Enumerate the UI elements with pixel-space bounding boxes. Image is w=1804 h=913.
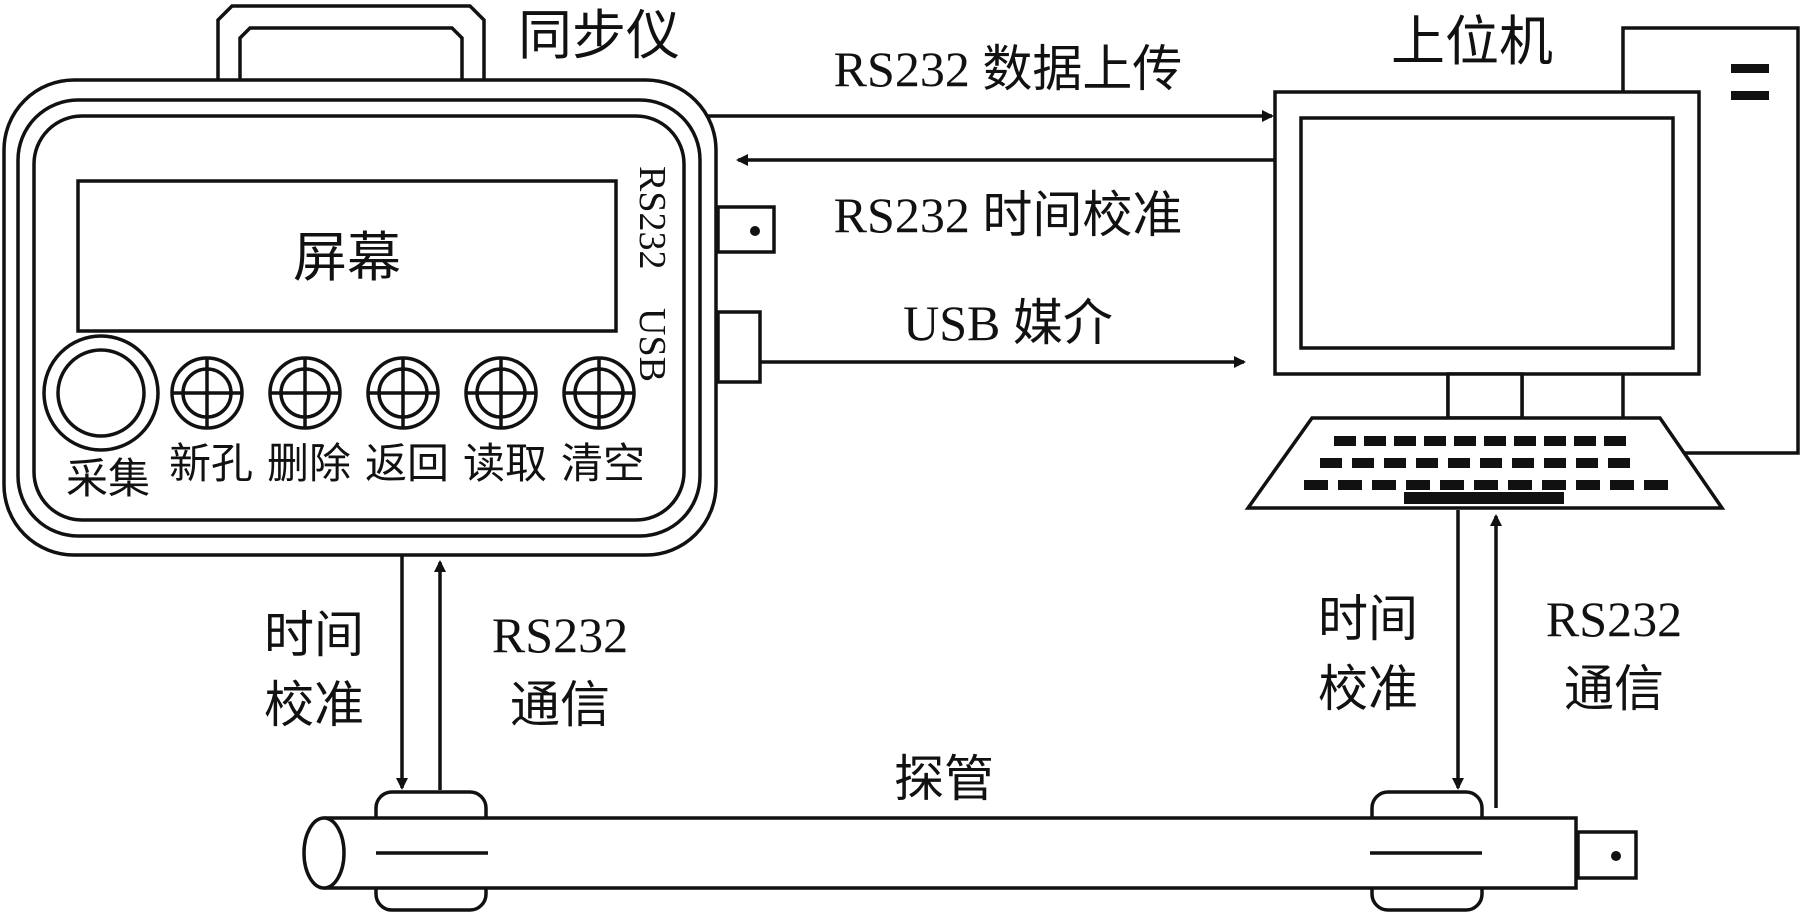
keyboard-key (1480, 458, 1502, 468)
keyboard-key (1474, 480, 1498, 490)
left-time-sync-label: 时间 (264, 607, 364, 663)
keyboard-key (1610, 480, 1634, 490)
right-rs232-comm-label: RS232 (1546, 591, 1682, 647)
keyboard-key (1544, 436, 1566, 446)
keyboard-key (1514, 436, 1536, 446)
rs232-port (716, 205, 776, 254)
probe-pipe (302, 790, 1638, 912)
computer-monitor (1273, 90, 1701, 376)
keyboard-key (1304, 480, 1328, 490)
keyboard-key (1334, 436, 1356, 446)
keyboard-key (1484, 436, 1506, 446)
rs232-port-label: RS232 (631, 166, 673, 269)
keyboard-key (1440, 480, 1464, 490)
keyboard-key (1542, 480, 1566, 490)
time-sync-link-label: RS232 时间校准 (834, 187, 1183, 243)
button-label-clear: 清空 (561, 441, 645, 488)
usb-port (716, 310, 762, 384)
button-label-capture: 采集 (66, 457, 150, 503)
button-label-read: 读取 (463, 442, 547, 488)
clear-button (562, 356, 636, 430)
upload-link-label: RS232 数据上传 (834, 41, 1183, 97)
back-button (366, 356, 440, 430)
keyboard-key (1608, 458, 1630, 468)
probe-pipe-end (302, 816, 346, 890)
left-rs232-comm-label: 通信 (510, 677, 610, 733)
delete-button (268, 356, 342, 430)
keyboard-key (1372, 480, 1396, 490)
keyboard-key (1364, 436, 1386, 446)
probe-connector (1576, 830, 1638, 880)
new-hole-button (170, 356, 244, 430)
device-name-label: 同步仪 (518, 6, 680, 66)
read-button (464, 356, 538, 430)
keyboard-key (1604, 436, 1626, 446)
keyboard-key (1416, 458, 1438, 468)
device-handle (216, 4, 486, 80)
keyboard-spacebar (1404, 492, 1564, 504)
button-label-new-hole: 新孔 (169, 442, 253, 488)
keyboard-key (1352, 458, 1374, 468)
button-label-back: 返回 (365, 442, 449, 488)
keyboard-key (1574, 436, 1596, 446)
host-computer (1244, 26, 1800, 510)
keyboard-key (1544, 458, 1566, 468)
keyboard-key (1576, 458, 1598, 468)
screen-label: 屏幕 (293, 228, 401, 288)
probe-name-label: 探管 (894, 751, 994, 807)
keyboard-key (1338, 480, 1362, 490)
keyboard-key (1320, 458, 1342, 468)
left-time-sync-label: 校准 (264, 677, 364, 733)
keyboard-key (1644, 480, 1668, 490)
device-screen (76, 179, 618, 333)
keyboard-key (1454, 436, 1476, 446)
keyboard-key (1448, 458, 1470, 468)
usb-port-label: USB (631, 308, 673, 382)
keyboard-key (1512, 458, 1534, 468)
right-time-sync-label: 时间 (1318, 591, 1418, 647)
keyboard-key (1394, 436, 1416, 446)
button-label-delete: 删除 (267, 441, 351, 488)
computer-name-label: 上位机 (1391, 12, 1553, 72)
keyboard-key (1508, 480, 1532, 490)
keyboard-key (1384, 458, 1406, 468)
keyboard-key (1406, 480, 1430, 490)
capture-button (42, 334, 160, 452)
left-rs232-comm-label: RS232 (492, 607, 628, 663)
tower-drive-slot (1731, 91, 1769, 100)
tower-drive-slot (1731, 64, 1769, 73)
right-time-sync-label: 校准 (1318, 661, 1418, 717)
usb-link-label: USB 媒介 (903, 295, 1113, 351)
right-rs232-comm-label: 通信 (1564, 661, 1664, 717)
keyboard-key (1424, 436, 1446, 446)
sync-device (2, 4, 718, 557)
keyboard-key (1576, 480, 1600, 490)
